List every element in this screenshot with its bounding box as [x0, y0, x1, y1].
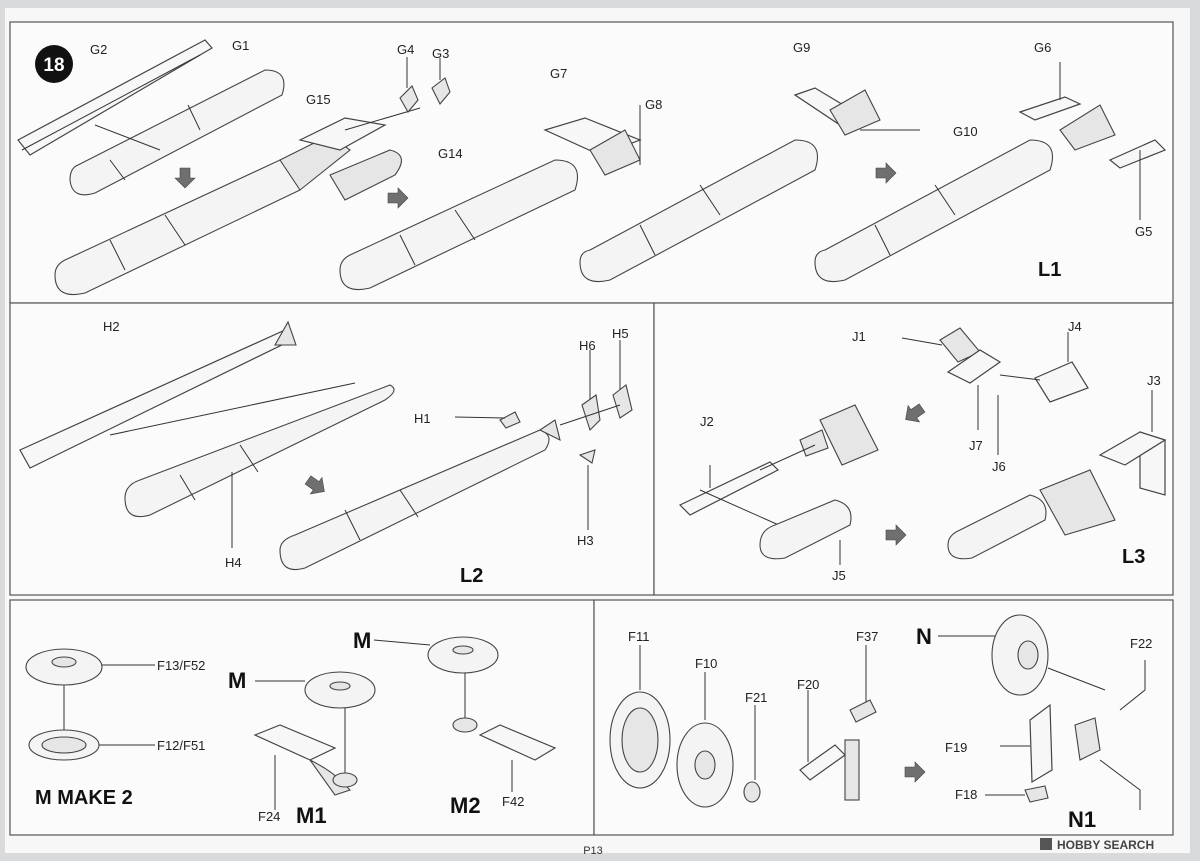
note-m-make-2: M MAKE 2: [35, 787, 133, 809]
tank-g1: [69, 69, 285, 196]
bomb-assembly-l3: [947, 494, 1047, 560]
label-f10: F10: [695, 656, 717, 671]
bomb-body-j5: [759, 499, 852, 560]
label-f20: F20: [797, 677, 819, 692]
label-g10: G10: [953, 124, 978, 139]
strut-f42: [478, 724, 557, 761]
step-number: 18: [43, 55, 64, 76]
label-f24: F24: [258, 809, 280, 824]
label-g9: G9: [793, 40, 810, 55]
label-j6: J6: [992, 459, 1006, 474]
panel-m: F13/F52 F12/F51 F24 F42 M M M1 M2 M MAKE…: [9, 599, 595, 836]
panel-l1: 18: [9, 21, 1174, 304]
fin-j4: [1034, 361, 1089, 403]
label-g3: G3: [432, 46, 449, 61]
label-g6: G6: [1034, 40, 1051, 55]
label-h3: H3: [577, 533, 594, 548]
panel-n: F11 F10 F21 F20 F37 F22 F19 F18 N N1: [593, 599, 1174, 836]
label-f18: F18: [955, 787, 977, 802]
bomb-assembly-2: [339, 159, 579, 291]
watermark-text: HOBBY SEARCH: [1057, 838, 1154, 852]
plate-f19: [1029, 703, 1053, 784]
panel-title-l2: L2: [460, 565, 483, 587]
watermark: HOBBY SEARCH: [1040, 838, 1154, 852]
pad-f18: [1024, 785, 1049, 803]
propeller-g3: [431, 77, 451, 105]
label-g4: G4: [397, 42, 414, 57]
label-f19: F19: [945, 740, 967, 755]
label-f21: F21: [745, 690, 767, 705]
propeller-h6: [581, 394, 601, 432]
title-m-left: M: [228, 668, 246, 693]
tank-h4: [124, 384, 395, 518]
label-g14: G14: [438, 146, 463, 161]
label-j5: J5: [832, 568, 846, 583]
title-m2: M2: [450, 793, 481, 818]
propeller-h5: [612, 384, 633, 419]
watermark-logo-icon: [1040, 838, 1052, 850]
panel-title-l3: L3: [1122, 546, 1145, 568]
page-number: P13: [583, 845, 603, 857]
label-h1: H1: [414, 411, 431, 426]
label-g15: G15: [306, 92, 331, 107]
label-h5: H5: [612, 326, 629, 341]
bomb-assembly-3: [579, 139, 819, 283]
panel-l3: J1 J4 J3 J7 J6 J2 J5 L3: [653, 302, 1174, 596]
label-g5: G5: [1135, 224, 1152, 239]
panel-title-l1: L1: [1038, 259, 1061, 281]
label-f22: F22: [1130, 636, 1152, 651]
bracket-f37: [849, 699, 877, 723]
bomb-assembly-4: [814, 139, 1054, 283]
label-f42: F42: [502, 794, 524, 809]
strut-f24: [253, 724, 337, 761]
panel-l2: H2 H4 H1 H6 H5 H3 L2: [9, 302, 655, 596]
label-j2: J2: [700, 414, 714, 429]
propeller-g4: [399, 85, 419, 113]
label-h2: H2: [103, 319, 120, 334]
title-m-right: M: [353, 628, 371, 653]
wheel-m2: [427, 636, 499, 674]
label-f11: F11: [628, 629, 649, 644]
label-h4: H4: [225, 555, 242, 570]
label-j7: J7: [969, 438, 983, 453]
label-g1: G1: [232, 38, 249, 53]
title-n: N: [916, 624, 932, 649]
label-f13-f52: F13/F52: [157, 658, 205, 673]
label-j1: J1: [852, 329, 866, 344]
label-g2: G2: [90, 42, 107, 57]
label-f37: F37: [856, 629, 878, 644]
hub-f21: [743, 781, 761, 803]
bomb-assembly-l2: [279, 429, 550, 571]
label-f12-f51: F12/F51: [157, 738, 205, 753]
pylon-j2: [678, 461, 780, 516]
title-m1: M1: [296, 803, 327, 828]
label-j3: J3: [1147, 373, 1161, 388]
title-n1: N1: [1068, 807, 1096, 832]
label-j4: J4: [1068, 319, 1082, 334]
label-g8: G8: [645, 97, 662, 112]
step-badge: [35, 45, 73, 83]
label-h6: H6: [579, 338, 596, 353]
label-g7: G7: [550, 66, 567, 81]
